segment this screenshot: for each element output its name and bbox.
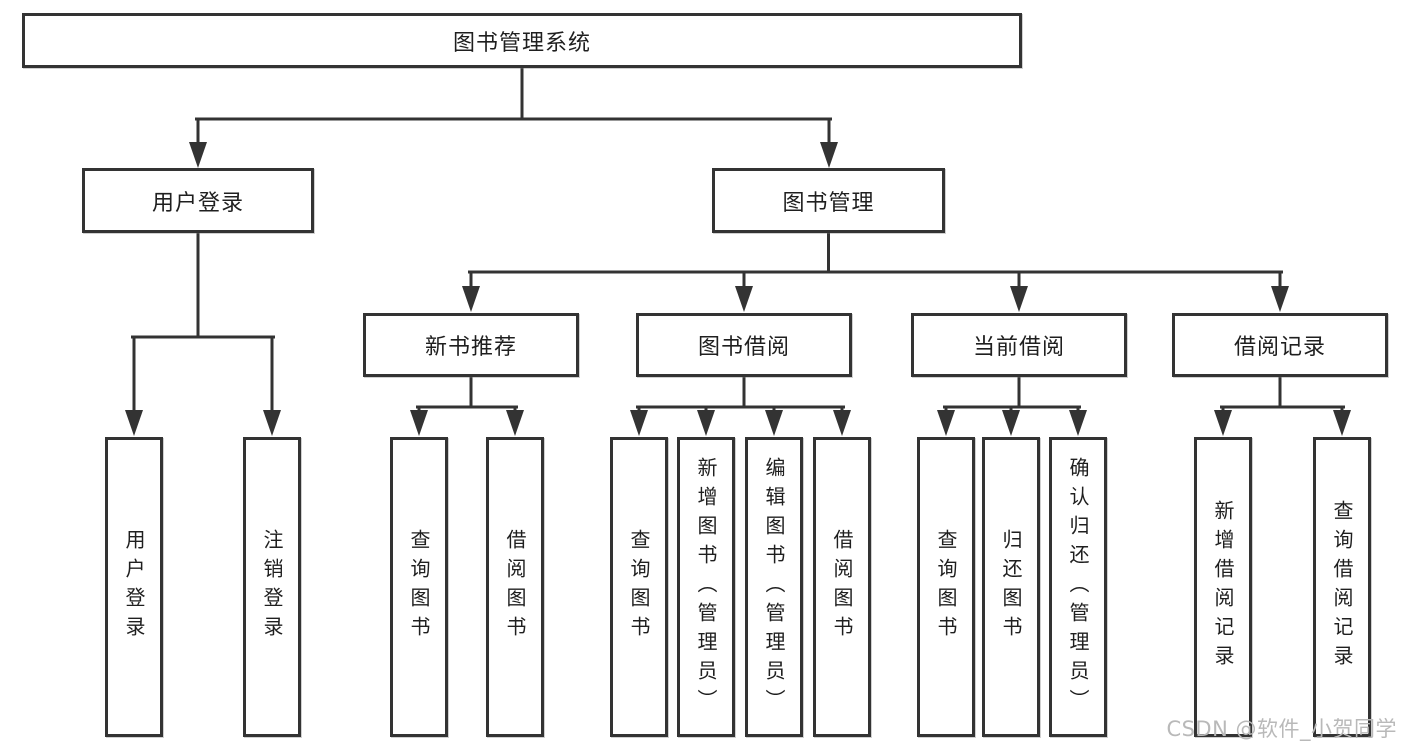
leaf-bb-edit-book-admin: 编辑图书（管理员） [745,437,803,737]
leaf-bb-query-books: 查询图书 [610,437,668,737]
node-root: 图书管理系统 [22,13,1022,68]
arrow-down-icon [735,286,753,312]
leaf-bb-borrow-books: 借阅图书 [813,437,871,737]
node-borrow-records-label: 借阅记录 [1233,335,1326,360]
arrow-down-icon [697,410,715,436]
watermark: CSDN @软件_小贺同学 [1166,717,1397,741]
node-book-borrow-label: 图书借阅 [697,335,790,360]
arrow-down-icon [1271,286,1289,312]
arrow-down-icon [263,410,281,436]
leaf-bb-query-books-label: 查询图书 [627,529,651,645]
leaf-nbr-borrow-books: 借阅图书 [486,437,544,737]
leaf-br-add-record-label: 新增借阅记录 [1211,500,1235,674]
arrow-down-icon [189,142,207,168]
leaf-br-query-record: 查询借阅记录 [1313,437,1371,737]
arrow-down-icon [1333,410,1351,436]
leaf-user-login-label: 用户登录 [122,529,146,645]
node-current-borrow: 当前借阅 [911,313,1127,377]
arrow-down-icon [410,410,428,436]
leaf-user-login: 用户登录 [105,437,163,737]
leaf-bb-add-book-admin: 新增图书（管理员） [677,437,735,737]
arrow-down-icon [833,410,851,436]
node-new-book-recommend-label: 新书推荐 [424,335,517,360]
leaf-bb-add-book-admin-label: 新增图书（管理员） [694,456,718,718]
leaf-br-query-record-label: 查询借阅记录 [1330,500,1354,674]
leaf-cb-query-books-label: 查询图书 [934,529,958,645]
node-book-management-label: 图书管理 [782,190,875,216]
leaf-br-add-record: 新增借阅记录 [1194,437,1252,737]
arrow-down-icon [1002,410,1020,436]
arrow-down-icon [1010,286,1028,312]
leaf-logout: 注销登录 [243,437,301,737]
leaf-cb-confirm-return-admin: 确认归还（管理员） [1049,437,1107,737]
leaf-cb-query-books: 查询图书 [917,437,975,737]
node-book-management: 图书管理 [712,168,945,233]
leaf-cb-return-books: 归还图书 [982,437,1040,737]
leaf-nbr-query-books: 查询图书 [390,437,448,737]
node-current-borrow-label: 当前借阅 [972,335,1065,360]
arrow-down-icon [462,286,480,312]
leaf-cb-return-books-label: 归还图书 [999,529,1023,645]
leaf-logout-label: 注销登录 [260,529,284,645]
node-new-book-recommend: 新书推荐 [363,313,579,377]
arrow-down-icon [820,142,838,168]
arrow-down-icon [1069,410,1087,436]
arrow-down-icon [765,410,783,436]
leaf-cb-confirm-return-admin-label: 确认归还（管理员） [1066,456,1090,718]
leaf-bb-borrow-books-label: 借阅图书 [830,529,854,645]
node-user-login-label: 用户登录 [151,190,244,216]
node-book-borrow: 图书借阅 [636,313,852,377]
leaf-nbr-query-books-label: 查询图书 [407,529,431,645]
arrow-down-icon [630,410,648,436]
node-root-label: 图书管理系统 [452,30,591,56]
arrow-down-icon [506,410,524,436]
node-user-login: 用户登录 [82,168,314,233]
leaf-nbr-borrow-books-label: 借阅图书 [503,529,527,645]
arrow-down-icon [125,410,143,436]
node-borrow-records: 借阅记录 [1172,313,1388,377]
arrow-down-icon [937,410,955,436]
arrow-down-icon [1214,410,1232,436]
leaf-bb-edit-book-admin-label: 编辑图书（管理员） [762,456,786,718]
